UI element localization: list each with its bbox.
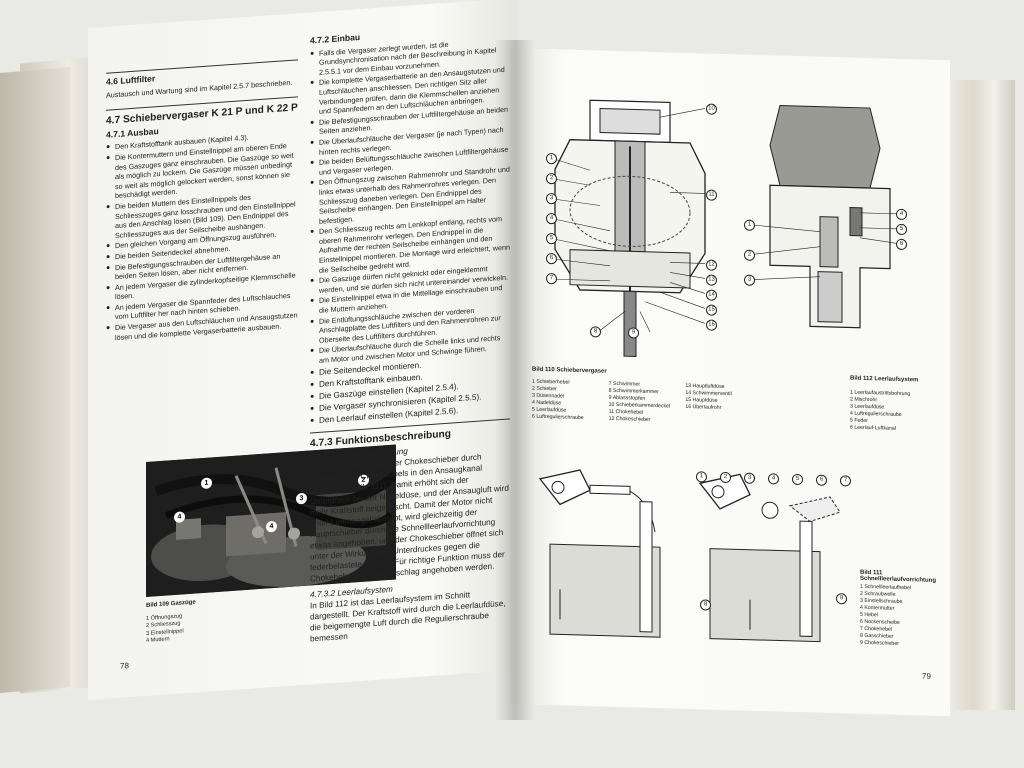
page-number-left: 78 — [120, 661, 129, 671]
left-page: 4.6 Luftfilter Austausch und Wartung sin… — [88, 0, 518, 701]
fig110-callout: 10 — [706, 103, 717, 115]
fig111-callout: 6 — [816, 474, 827, 486]
left-column-1: 4.6 Luftfilter Austausch und Wartung sin… — [106, 53, 298, 344]
figure-111-caption: Bild 111 Schnellleerlaufvorrichtung — [860, 569, 937, 584]
fig110-callout: 8 — [590, 326, 601, 338]
fig112-callout: 6 — [896, 238, 907, 251]
book-spine-shadow — [495, 40, 535, 720]
fig111-callout: 7 — [840, 475, 851, 487]
fig111-callout: 9 — [836, 593, 847, 605]
fig110-callout: 4 — [546, 213, 557, 225]
fig110-callout: 16 — [706, 319, 717, 331]
page-number-right: 79 — [922, 671, 931, 681]
fig111-callout: 2 — [720, 471, 731, 484]
ausbau-list: Den Kraftstofftank ausbauen (Kapitel 4.3… — [106, 130, 298, 343]
fig111-state-a — [538, 469, 661, 638]
fig111-callout: 5 — [792, 473, 803, 486]
left-column-2: 4.7.2 Einbau Falls die Vergaser zerlegt … — [310, 18, 510, 644]
fig112-callout: 5 — [896, 223, 907, 236]
fig110-callout: 7 — [546, 273, 557, 285]
fig110-callout: 15 — [706, 304, 717, 316]
fig110-callout: 6 — [546, 253, 557, 265]
photo-caption-block: Bild 109 Gaszüge 1 Öffnungszug 2 Schlies… — [146, 594, 266, 646]
legend-item: 12 Chokeschieber — [608, 415, 651, 423]
fig110-callout: 2 — [546, 173, 557, 185]
fig110-callout: 5 — [546, 233, 557, 245]
fig112-callout: 3 — [744, 274, 755, 286]
figure-112-caption: Bild 112 Leerlaufsystem — [850, 375, 919, 384]
legend-item: 6 Luftregulierschraube — [532, 413, 584, 422]
figure-110-carburetor-diagram — [554, 99, 706, 358]
figure-112-legend: 1 Leerlaufaustrittsbohrung 2 Mischrohr 3… — [850, 389, 945, 434]
fig112-callout: 1 — [744, 219, 755, 231]
fig111-callout: 4 — [768, 473, 779, 485]
figure-110-caption: Bild 110 Schiebervergaser — [532, 366, 607, 375]
fig111-state-b — [698, 473, 841, 643]
fig110-callout: 12 — [706, 259, 717, 271]
fig111-callout: 8 — [700, 599, 711, 611]
fig110-callout: 1 — [546, 153, 557, 165]
fig112-callout: 2 — [744, 249, 755, 261]
figure-111-fast-idle-diagram — [538, 469, 841, 643]
right-page: 1 2 3 4 5 6 7 8 9 10 11 12 13 14 15 16 B… — [510, 48, 950, 717]
figure-112-idle-system-diagram — [750, 105, 900, 329]
right-page-stack — [945, 80, 1015, 710]
einbau-list: Falls die Vergaser zerlegt wurden, ist d… — [310, 35, 510, 426]
legend-item: 6 Leerlauf-Luftkanal — [850, 424, 896, 432]
fig110-callout: 14 — [706, 289, 717, 301]
photo-throttle-cables: 1 2 3 4 4 — [146, 444, 400, 597]
figure-111-legend: 1 Schnellleerlaufhebel 2 Schraubwelle 3 … — [860, 584, 950, 650]
figure-110-legend: 1 Schieberhebel 2 Schieber 3 Düsennadel … — [532, 379, 762, 427]
fig110-callout: 11 — [706, 189, 717, 201]
fig111-callout: 3 — [744, 472, 755, 484]
legend-item: 9 Chokeschieber — [860, 639, 899, 647]
fig110-callout: 13 — [706, 274, 717, 286]
left-cover — [0, 66, 70, 694]
fig111-callout: 1 — [696, 471, 707, 483]
fig112-callout: 4 — [896, 208, 907, 221]
fig110-callout: 3 — [546, 193, 557, 205]
legend-item: 16 Überlaufrohr — [685, 403, 722, 411]
kaltstart-text: Für den Kaltstart wird der Chokeschieber… — [310, 452, 509, 584]
fig110-callout: 9 — [628, 327, 639, 339]
